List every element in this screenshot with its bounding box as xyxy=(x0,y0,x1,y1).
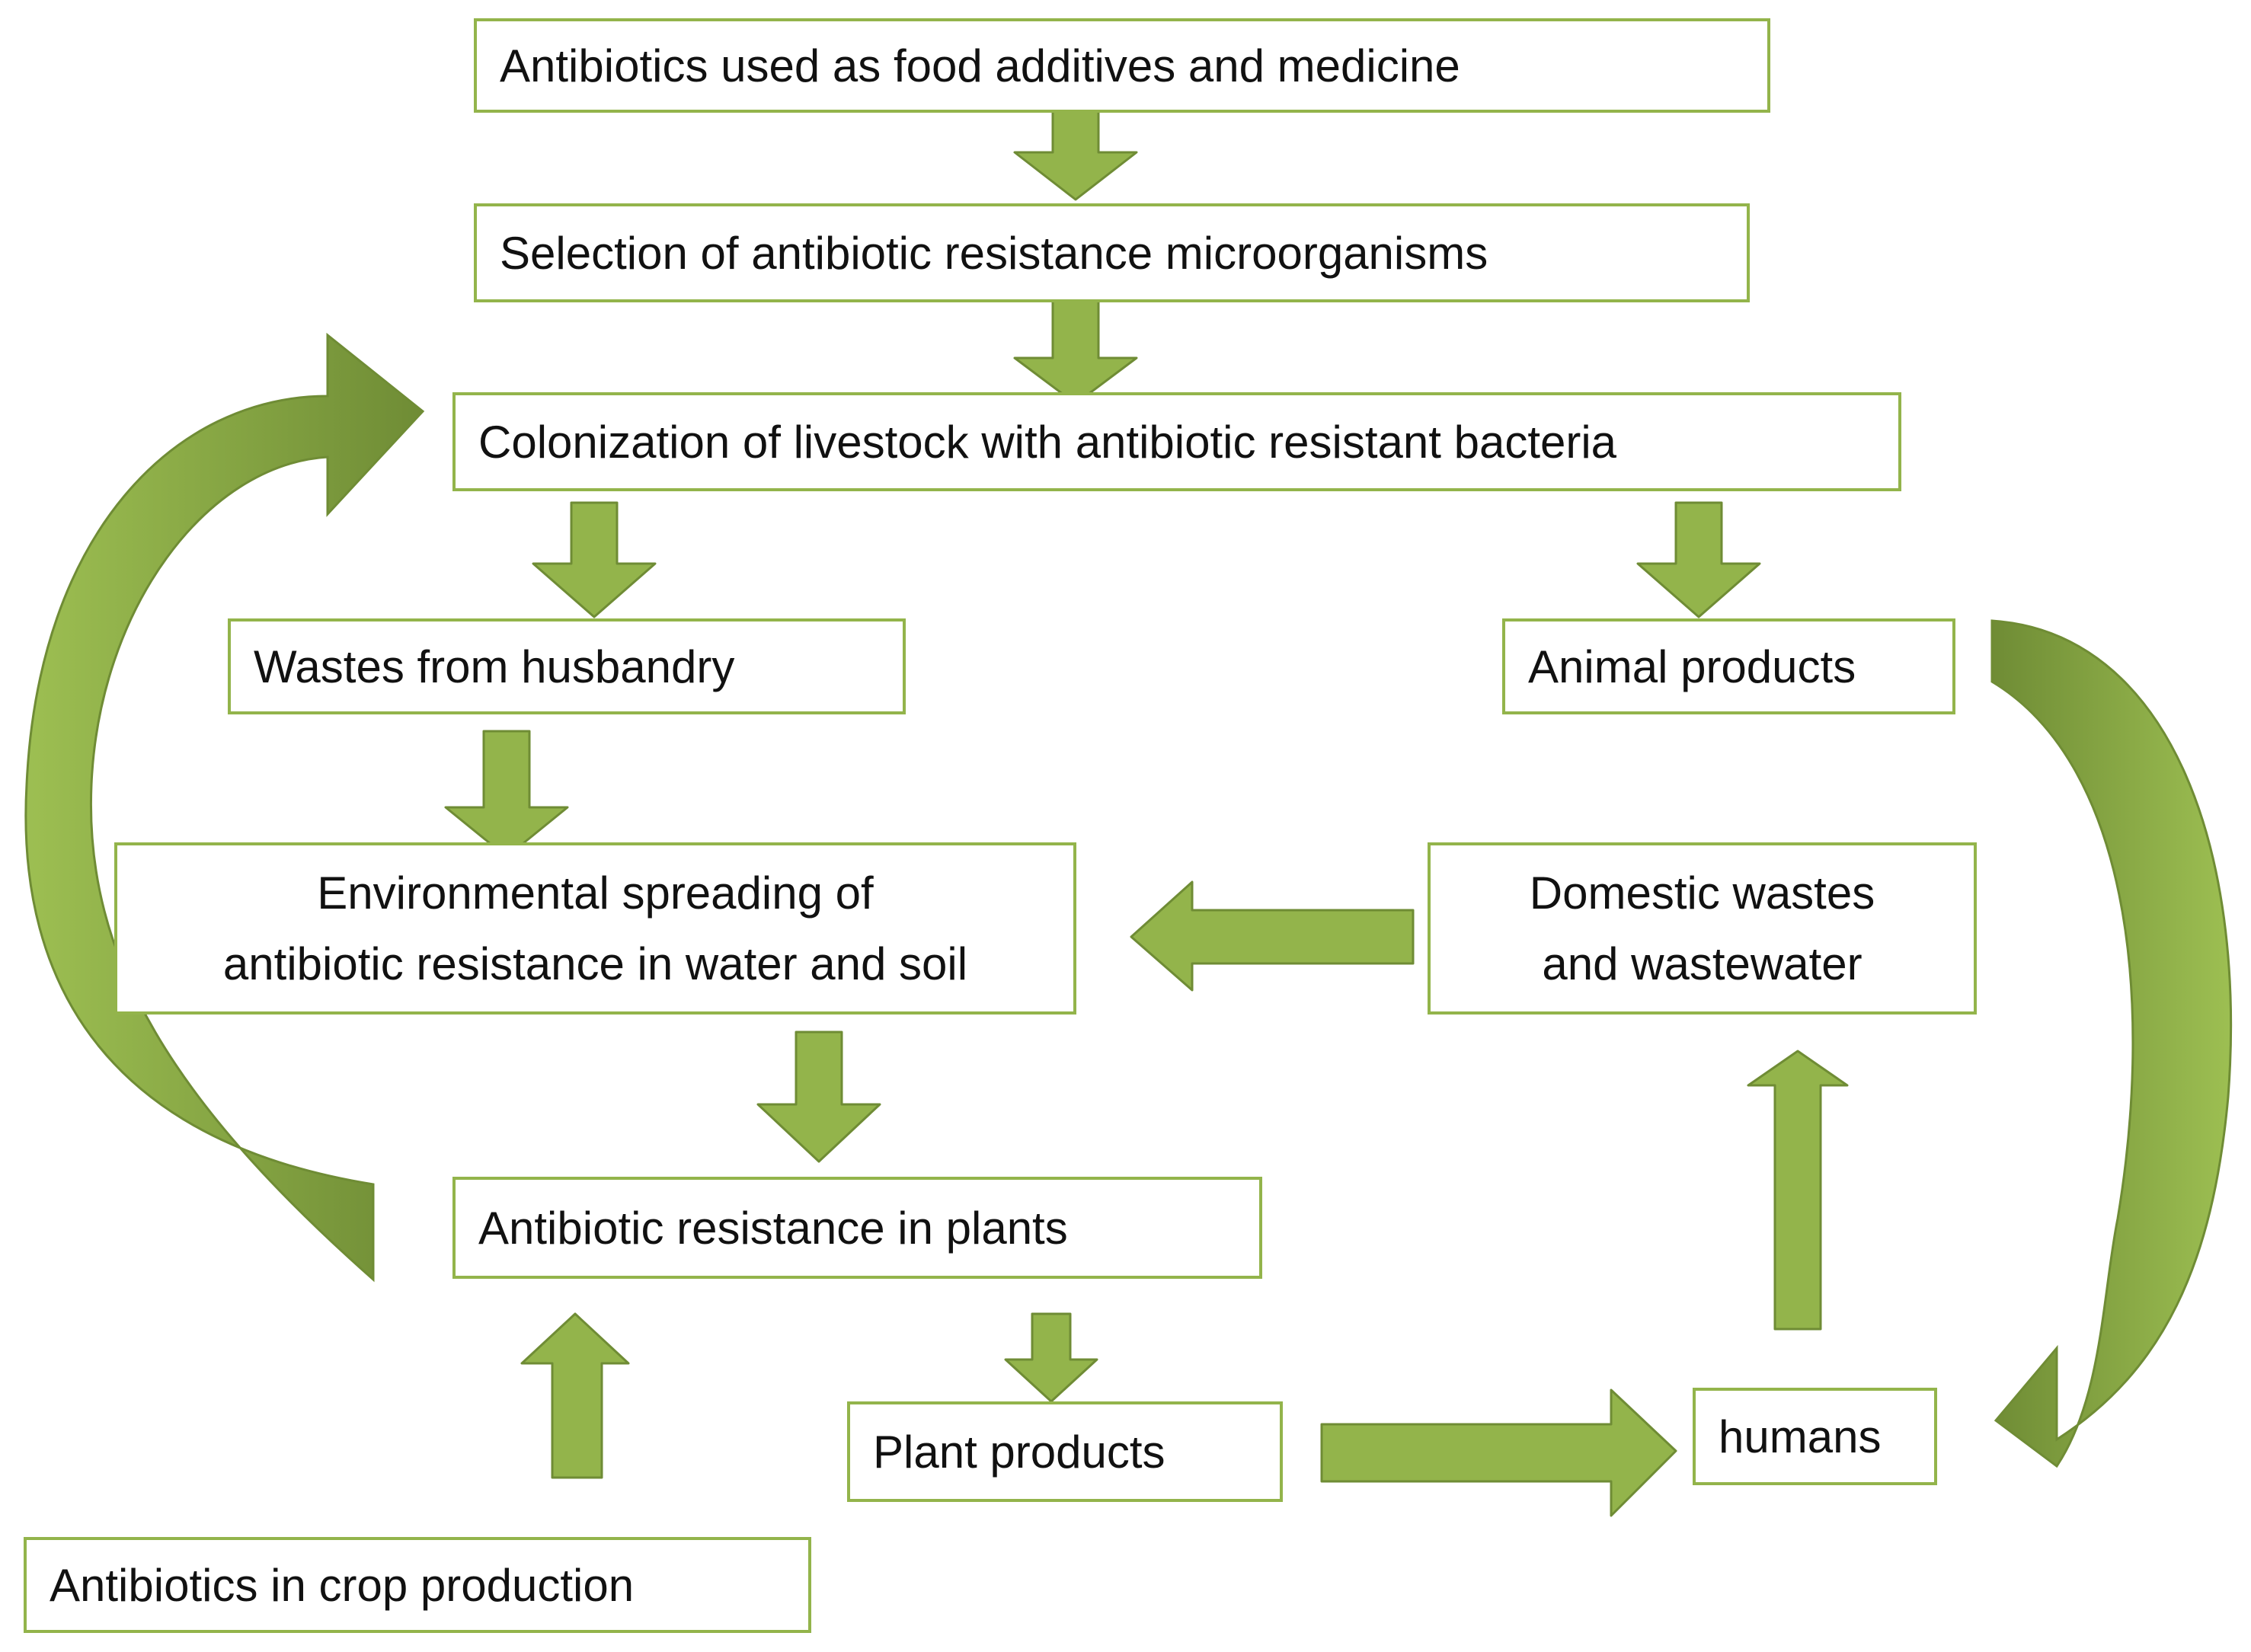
arrow-down-food-to-selection xyxy=(1013,105,1138,201)
node-animal-products-text: Animal products xyxy=(1528,641,1856,692)
node-wastes-husbandry: Wastes from husbandry xyxy=(228,618,906,714)
node-plants-resistance-text: Antibiotic resistance in plants xyxy=(478,1202,1068,1254)
node-food-additives-text: Antibiotics used as food additives and m… xyxy=(500,40,1460,91)
node-food-additives: Antibiotics used as food additives and m… xyxy=(474,18,1770,113)
arrow-up-humans-to-domestic xyxy=(1747,1050,1849,1331)
arrow-down-colonization-to-wastes xyxy=(532,501,657,618)
node-crop-production: Antibiotics in crop production xyxy=(24,1537,811,1633)
curved-feedback-arrow-left xyxy=(24,332,425,1283)
node-domestic-wastes-text-line2: and wastewater xyxy=(1542,938,1863,989)
node-environmental-spreading: Environmental spreading of antibiotic re… xyxy=(114,842,1076,1015)
arrow-left-domestic-to-environment xyxy=(1130,880,1415,992)
arrow-down-wastes-to-environment xyxy=(444,730,569,858)
arrow-down-plants-to-products xyxy=(1004,1312,1098,1403)
node-selection: Selection of antibiotic resistance micro… xyxy=(474,203,1750,302)
arrow-down-environment-to-plants xyxy=(756,1031,881,1163)
node-environmental-spreading-text-line2: antibiotic resistance in water and soil xyxy=(222,938,968,989)
node-domestic-wastes-text-line1: Domestic wastes xyxy=(1529,868,1875,919)
node-plants-resistance: Antibiotic resistance in plants xyxy=(452,1177,1262,1279)
node-humans: humans xyxy=(1693,1388,1937,1485)
arrow-right-products-to-humans xyxy=(1320,1388,1677,1517)
arrow-down-selection-to-colonization xyxy=(1013,298,1138,405)
node-animal-products: Animal products xyxy=(1502,618,1955,714)
node-colonization-text: Colonization of livestock with antibioti… xyxy=(478,416,1617,468)
curved-arrow-animal-to-humans xyxy=(1990,619,2233,1468)
node-humans-text: humans xyxy=(1719,1411,1882,1462)
node-plant-products: Plant products xyxy=(847,1401,1283,1502)
node-crop-production-text: Antibiotics in crop production xyxy=(50,1559,635,1611)
node-plant-products-text: Plant products xyxy=(873,1426,1165,1478)
node-environmental-spreading-text-line1: Environmental spreading of xyxy=(317,868,874,919)
node-wastes-husbandry-text: Wastes from husbandry xyxy=(254,641,735,692)
node-selection-text: Selection of antibiotic resistance micro… xyxy=(500,227,1488,279)
node-domestic-wastes: Domestic wastes and wastewater xyxy=(1428,842,1977,1015)
node-colonization: Colonization of livestock with antibioti… xyxy=(452,392,1901,491)
arrow-up-crop-to-plants xyxy=(520,1312,630,1479)
arrow-down-colonization-to-animal xyxy=(1636,501,1761,618)
